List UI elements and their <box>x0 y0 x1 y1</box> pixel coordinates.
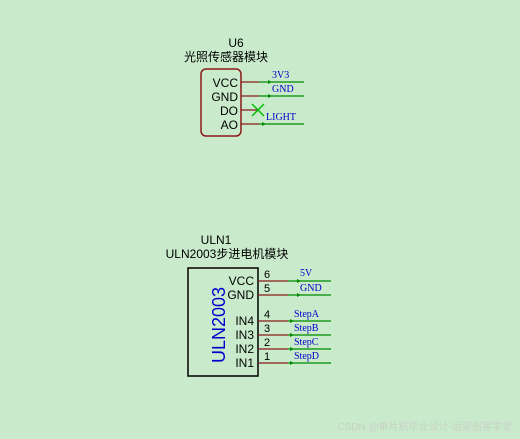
uln1-pin-number-2: 2 <box>264 337 270 349</box>
u6-pin-gnd: GND <box>211 90 238 104</box>
uln1-pin-in2: IN2 <box>235 342 254 356</box>
u6-pin-vcc: VCC <box>213 76 239 90</box>
uln1-component[interactable]: ULN1 ULN2003步进电机模块 ULN2003 VCC GND IN4 I… <box>166 233 331 377</box>
uln1-net-stepa: StepA <box>294 309 320 320</box>
uln1-pin-number-5: 5 <box>264 283 270 295</box>
u6-component[interactable]: U6 光照传感器模块 VCC GND DO AO 3V3 GND LIGHT <box>184 36 304 137</box>
u6-body <box>200 68 242 137</box>
u6-net-3v3: 3V3 <box>272 70 289 81</box>
uln1-name: ULN2003步进电机模块 <box>166 247 289 261</box>
no-connect-icon <box>251 103 265 117</box>
watermark: CSDN @单片机毕业设计-远望创客学堂 <box>337 420 512 433</box>
uln1-pin-in1: IN1 <box>235 356 254 370</box>
uln1-pin-vcc: VCC <box>229 274 255 288</box>
uln1-net-stepd: StepD <box>294 351 319 362</box>
uln1-pin-in4: IN4 <box>235 314 254 328</box>
u6-ref: U6 <box>228 36 244 50</box>
u6-pin-ao: AO <box>221 118 238 132</box>
u6-pin-do: DO <box>220 104 238 118</box>
uln1-net-stepc: StepC <box>294 337 319 348</box>
uln1-pin-number-3: 3 <box>264 323 270 335</box>
uln1-ref: ULN1 <box>201 233 232 247</box>
uln1-pin-number-1: 1 <box>264 351 270 363</box>
uln1-net-gnd: GND <box>300 283 322 294</box>
uln1-pin-number-6: 6 <box>264 269 270 281</box>
uln1-body-label: ULN2003 <box>209 287 229 363</box>
uln1-net-stepb: StepB <box>294 323 319 334</box>
u6-net-light: LIGHT <box>266 112 296 123</box>
uln1-pin-gnd: GND <box>227 288 254 302</box>
u6-net-gnd: GND <box>272 84 294 95</box>
uln1-pin-number-4: 4 <box>264 309 270 321</box>
uln1-pin-in3: IN3 <box>235 328 254 342</box>
u6-name: 光照传感器模块 <box>184 49 268 64</box>
uln1-body <box>187 267 259 377</box>
uln1-net-5v: 5V <box>300 268 313 279</box>
